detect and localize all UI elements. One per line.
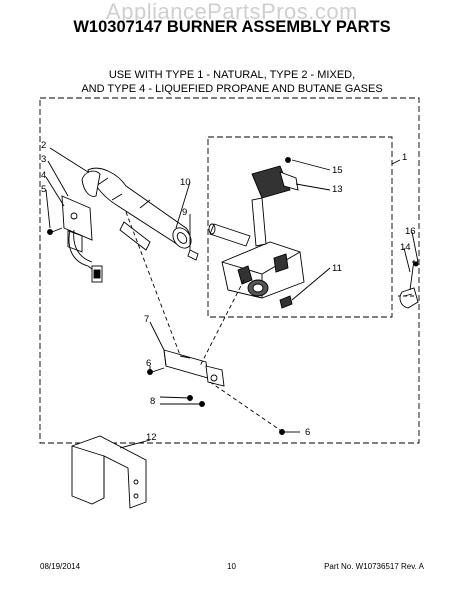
gas-valve	[208, 223, 305, 299]
burner-bracket	[163, 349, 225, 387]
valve-coil	[251, 165, 299, 247]
callout-5: 5	[41, 184, 46, 195]
mounting-bracket	[71, 435, 147, 509]
flame-sensor	[399, 259, 419, 309]
page-title: W10307147 BURNER ASSEMBLY PARTS	[73, 18, 391, 36]
callout-14: 14	[400, 242, 411, 253]
callout-4: 4	[41, 170, 46, 181]
callout-10: 10	[180, 177, 191, 188]
callout-15: 15	[332, 165, 343, 176]
screw-igniter	[47, 227, 63, 235]
orifice	[187, 249, 199, 261]
callout-6-lower: 6	[305, 427, 310, 438]
igniter-bracket	[61, 195, 93, 253]
leader-lines	[45, 147, 419, 449]
callout-11: 11	[332, 263, 342, 274]
screw-valve	[279, 295, 293, 309]
callout-1: 1	[402, 152, 407, 163]
footer-page-number: 10	[227, 562, 236, 571]
burner-tube	[81, 167, 192, 251]
footer-part-number: Part No. W10736517 Rev. A	[324, 562, 424, 571]
valve-boundary	[207, 136, 393, 318]
gas-type-note-line-1: USE WITH TYPE 1 - NATURAL, TYPE 2 - MIXE…	[108, 69, 356, 81]
alignment-lines	[125, 211, 414, 431]
callout-6-bracket: 6	[146, 358, 151, 369]
callout-2: 2	[41, 140, 46, 151]
callout-12: 12	[146, 432, 157, 443]
screw-coil	[285, 157, 291, 163]
gas-type-note-line-2: AND TYPE 4 - LIQUEFIED PROPANE AND BUTAN…	[81, 83, 383, 95]
igniter-wire	[68, 229, 103, 283]
callout-3: 3	[41, 154, 46, 165]
callout-16: 16	[405, 226, 416, 237]
watermark: AppliancePartsPros.com	[106, 0, 358, 24]
callout-7: 7	[144, 314, 149, 325]
assembly-boundary	[39, 97, 420, 444]
callout-9: 9	[182, 207, 187, 218]
callout-13: 13	[332, 184, 343, 195]
callout-8: 8	[150, 396, 155, 407]
gas-type-note: USE WITH TYPE 1 - NATURAL, TYPE 2 - MIXE…	[0, 68, 464, 96]
footer-date: 08/19/2014	[40, 562, 81, 571]
